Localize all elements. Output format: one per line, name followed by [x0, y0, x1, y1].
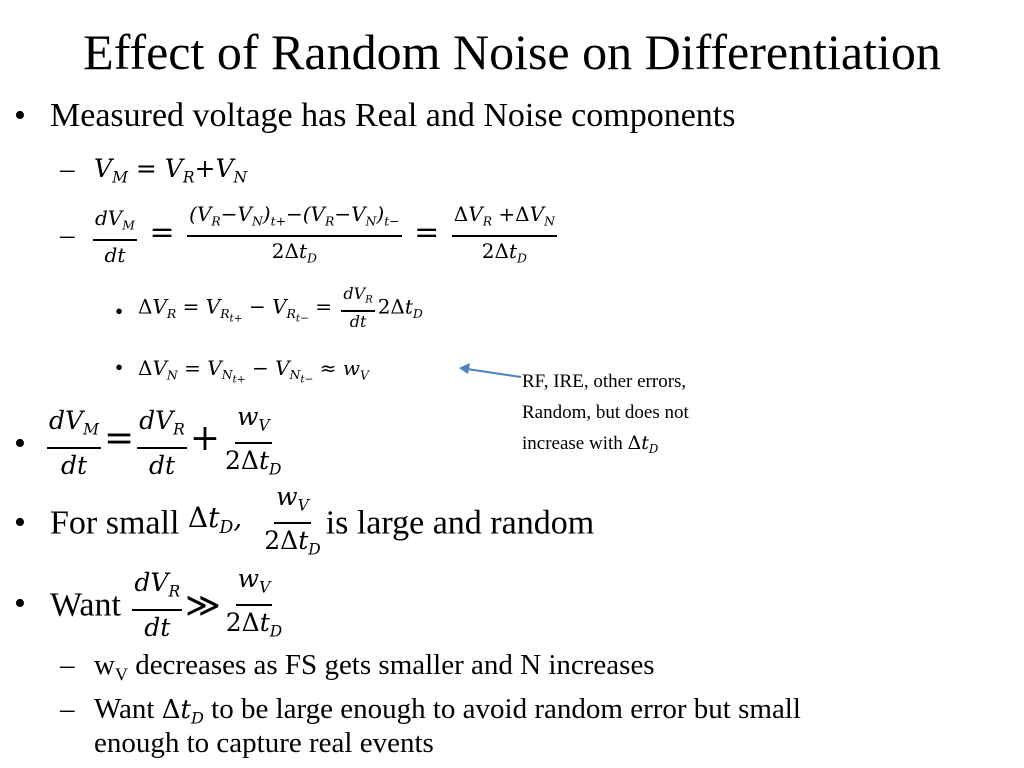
dash: –: [60, 153, 75, 185]
note-line: Random, but does not: [522, 402, 689, 423]
bullet-dot: •: [14, 425, 26, 462]
sub-bullet-wv: wV decreases as FS gets smaller and N in…: [94, 649, 655, 685]
sub-bullet-want-dt-line2: enough to capture real events: [94, 727, 434, 759]
dash: –: [60, 693, 75, 725]
bullet-dot: •: [14, 585, 26, 622]
bullet-text: For small: [50, 504, 188, 542]
arrow-icon: [459, 363, 522, 378]
bullet-dot: •: [115, 355, 124, 380]
bullet-measured-voltage: Measured voltage has Real and Noise comp…: [50, 97, 736, 134]
note-line: RF, IRE, other errors,: [522, 371, 687, 392]
dash: –: [60, 219, 75, 251]
bullet-text: is large and random: [325, 504, 595, 542]
slide-title: Effect of Random Noise on Differentiatio…: [83, 24, 941, 80]
annotation-note: RF, IRE, other errors, Random, but does …: [522, 366, 782, 465]
bullet-text: Want: [50, 586, 121, 624]
sub-bullet-want-dt: Want ΔtD to be large enough to avoid ran…: [94, 693, 801, 728]
bullet-dot: •: [115, 299, 124, 324]
equation-vm: VM = VR+VN: [94, 154, 248, 187]
equation-delta-vn: ΔVN = VNt+ − VNt− ≈ wV: [138, 356, 369, 387]
bullet-dot: •: [14, 97, 26, 134]
note-text: increase with: [522, 433, 628, 454]
dash: –: [60, 649, 75, 681]
note-line: increase with ΔtD: [522, 432, 659, 457]
bullet-dot: •: [14, 504, 26, 541]
